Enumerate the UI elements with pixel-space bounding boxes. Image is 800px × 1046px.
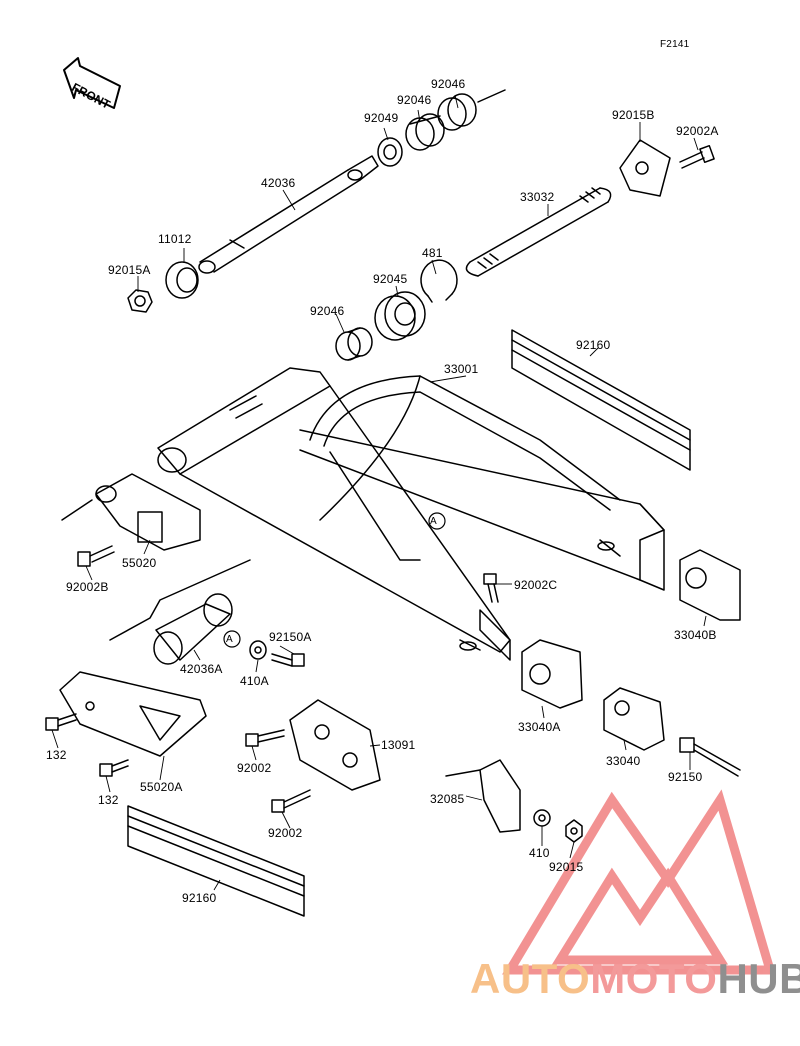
label-33040B: 33040B bbox=[674, 628, 717, 642]
plate-55020A bbox=[59, 671, 207, 757]
block-33040 bbox=[603, 687, 665, 751]
label-42036A: 42036A bbox=[180, 662, 223, 676]
bolt-92150 bbox=[679, 737, 741, 777]
label-33001: 33001 bbox=[444, 362, 479, 376]
label-55020A: 55020A bbox=[140, 780, 183, 794]
label-92046-mid: 92046 bbox=[397, 93, 432, 107]
label-42036: 42036 bbox=[261, 176, 296, 190]
collar-42036A bbox=[109, 559, 251, 665]
label-92002-b: 92002 bbox=[268, 826, 303, 840]
bolt-92002-a bbox=[245, 729, 285, 747]
label-92045: 92045 bbox=[373, 272, 408, 286]
label-132-b: 132 bbox=[98, 793, 119, 807]
bearing-92046-mid bbox=[405, 113, 445, 151]
washer-410A bbox=[249, 640, 267, 660]
bracket-32085 bbox=[445, 759, 521, 833]
watermark-hub: HUB bbox=[717, 955, 800, 1002]
label-92015A: 92015A bbox=[108, 263, 151, 277]
label-92002A: 92002A bbox=[676, 124, 719, 138]
label-92046-low: 92046 bbox=[310, 304, 345, 318]
adjuster-33040A bbox=[521, 639, 583, 709]
nut-92015A bbox=[127, 289, 153, 313]
seal-92049 bbox=[377, 137, 403, 167]
guard-92160-bottom bbox=[127, 805, 305, 917]
label-92049: 92049 bbox=[364, 111, 399, 125]
bolt-92002-b bbox=[271, 789, 311, 813]
nut-92015 bbox=[565, 819, 583, 843]
label-11012: 11012 bbox=[158, 232, 192, 246]
watermark-logo-icon bbox=[502, 789, 777, 975]
label-410A: 410A bbox=[240, 674, 269, 688]
sleeve-33032 bbox=[465, 187, 612, 277]
watermark-text: AUTOMOTOHUB bbox=[470, 955, 800, 1003]
bearing-92045 bbox=[374, 291, 426, 341]
label-92160-top: 92160 bbox=[576, 338, 611, 352]
bolt-132-a bbox=[45, 713, 77, 731]
swingarm-33001 bbox=[157, 367, 665, 661]
label-92160-bottom: 92160 bbox=[182, 891, 217, 905]
label-92015B: 92015B bbox=[612, 108, 655, 122]
bolt-92002A bbox=[679, 144, 715, 169]
label-92150A: 92150A bbox=[269, 630, 312, 644]
washer-410 bbox=[533, 809, 551, 827]
label-92002C: 92002C bbox=[514, 578, 558, 592]
front-arrow-icon bbox=[63, 57, 121, 109]
bearing-92046-low bbox=[335, 327, 373, 361]
label-13091: 13091 bbox=[381, 738, 416, 752]
figure-code: F2141 bbox=[660, 39, 690, 50]
chain-guide-55020 bbox=[61, 473, 201, 551]
label-55020: 55020 bbox=[122, 556, 157, 570]
guard-92160-top bbox=[511, 329, 691, 471]
label-33040: 33040 bbox=[606, 754, 641, 768]
bolt-92002C bbox=[483, 573, 499, 603]
leader-lines bbox=[51, 94, 707, 891]
bolt-92002B bbox=[77, 545, 115, 567]
label-92015: 92015 bbox=[549, 860, 584, 874]
label-33040A: 33040A bbox=[518, 720, 561, 734]
label-132-a: 132 bbox=[46, 748, 67, 762]
callout-a-lower: A bbox=[226, 634, 233, 645]
plate-92015B bbox=[619, 139, 671, 197]
label-481: 481 bbox=[422, 246, 443, 260]
adjuster-33040B bbox=[679, 549, 741, 621]
bolt-132-b bbox=[99, 759, 129, 777]
bracket-13091 bbox=[289, 699, 381, 791]
label-33032: 33032 bbox=[520, 190, 555, 204]
label-92046-top: 92046 bbox=[431, 77, 466, 91]
watermark-auto: AUTO bbox=[470, 955, 591, 1002]
bearing-92046-top bbox=[437, 89, 506, 131]
callout-a-upper: A bbox=[430, 516, 437, 527]
label-92002B: 92002B bbox=[66, 580, 109, 594]
label-92002-a: 92002 bbox=[237, 761, 272, 775]
callout-a-marks bbox=[223, 512, 446, 648]
washer-11012 bbox=[165, 261, 199, 299]
label-410: 410 bbox=[529, 846, 550, 860]
label-32085: 32085 bbox=[430, 792, 465, 806]
pivot-shaft-42036 bbox=[198, 155, 379, 274]
watermark-moto: MOTO bbox=[590, 955, 718, 1002]
bolt-92150A bbox=[271, 653, 305, 667]
circlip-481 bbox=[420, 259, 458, 303]
label-92150: 92150 bbox=[668, 770, 703, 784]
